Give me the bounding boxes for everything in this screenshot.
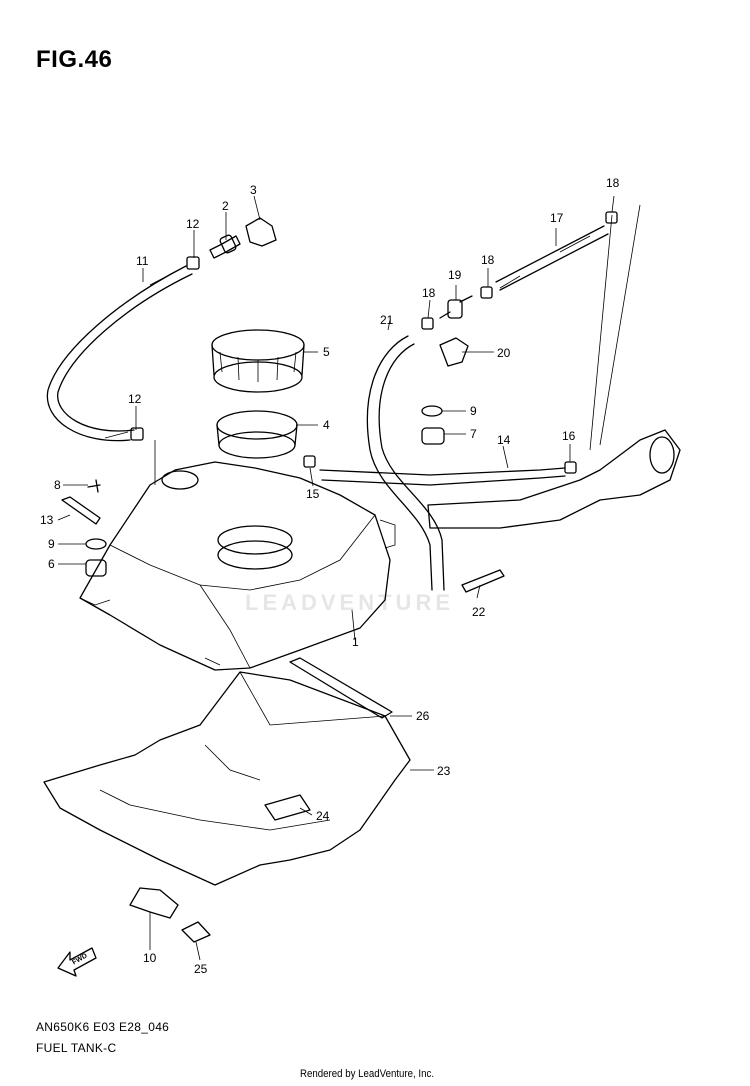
- callout-15: 15: [306, 487, 320, 501]
- cushion-7[interactable]: [421, 427, 445, 445]
- callout-13: 13: [40, 513, 54, 527]
- callout-2: 2: [222, 199, 229, 213]
- callout-12-lower: 12: [128, 392, 142, 406]
- callout-23: 23: [437, 764, 451, 778]
- strap-13[interactable]: [61, 496, 101, 525]
- hose-clamp-15[interactable]: [303, 455, 316, 468]
- cushion-9-right[interactable]: [421, 405, 443, 417]
- clip-10[interactable]: [129, 887, 179, 919]
- assembly-name: FUEL TANK-C: [36, 1041, 117, 1055]
- clamp-18-b[interactable]: [480, 286, 493, 299]
- pad-25[interactable]: [181, 921, 211, 943]
- callout-18-top: 18: [606, 176, 620, 190]
- callout-6: 6: [48, 557, 55, 571]
- callout-26: 26: [416, 709, 430, 723]
- pad-26[interactable]: [289, 657, 393, 719]
- hose-clamp-12-upper[interactable]: [186, 256, 200, 270]
- bolt-8[interactable]: [87, 479, 101, 493]
- leader-lines: [57, 195, 641, 961]
- callout-16: 16: [562, 429, 576, 443]
- callout-11: 11: [136, 254, 149, 268]
- callout-1: 1: [352, 635, 359, 649]
- callout-9-right: 9: [470, 404, 477, 418]
- callout-17: 17: [550, 211, 564, 225]
- watermark: LEADVENTURE: [245, 590, 455, 615]
- breather-hose[interactable]: [46, 265, 193, 442]
- fuel-pump-lock-nut[interactable]: [211, 329, 305, 393]
- check-valve-19[interactable]: [439, 295, 473, 319]
- valve-bracket-3[interactable]: [245, 217, 277, 247]
- fwd-label: FWD: [71, 952, 88, 966]
- callout-labels: 1 2 3 4 5 6 7 8 9 9 10 11 12 12 13 14 15…: [40, 176, 620, 976]
- fuel-tank[interactable]: [79, 461, 396, 671]
- hose-clamp-16[interactable]: [564, 461, 577, 474]
- drain-hose[interactable]: [366, 335, 445, 591]
- hose-clamp-12-lower[interactable]: [130, 427, 144, 441]
- model-code: AN650K6 E03 E28_046: [36, 1020, 170, 1034]
- filler-hose[interactable]: [319, 429, 681, 529]
- fwd-arrow-icon: FWD: [57, 947, 97, 977]
- callout-5: 5: [323, 345, 330, 359]
- callout-3: 3: [250, 183, 257, 197]
- cushion-6[interactable]: [85, 559, 107, 577]
- tank-tray[interactable]: [43, 671, 411, 886]
- cushion-9-left[interactable]: [85, 538, 107, 550]
- callout-19: 19: [448, 268, 462, 282]
- callout-24: 24: [316, 809, 330, 823]
- callout-4: 4: [323, 418, 330, 432]
- callout-9-left: 9: [48, 537, 55, 551]
- callout-14: 14: [497, 433, 511, 447]
- pad-24[interactable]: [264, 794, 311, 821]
- check-valve-2[interactable]: [209, 234, 241, 259]
- tank-seal-ring[interactable]: [216, 410, 298, 459]
- figure-title: FIG.46: [36, 46, 113, 73]
- strap-22[interactable]: [461, 569, 505, 593]
- callout-12-upper: 12: [186, 217, 200, 231]
- callout-25: 25: [194, 962, 208, 976]
- callout-8: 8: [54, 478, 61, 492]
- render-credit: Rendered by LeadVenture, Inc.: [300, 1068, 435, 1080]
- callout-10: 10: [143, 951, 157, 965]
- breather-hose-17[interactable]: [495, 225, 609, 291]
- callout-20: 20: [497, 346, 511, 360]
- bracket-20[interactable]: [439, 337, 469, 367]
- callout-21: 21: [380, 313, 394, 327]
- callout-22: 22: [472, 605, 486, 619]
- clamp-18-a[interactable]: [421, 317, 434, 330]
- callout-7: 7: [470, 427, 477, 441]
- callout-18-mid: 18: [481, 253, 495, 267]
- callout-18-low: 18: [422, 286, 436, 300]
